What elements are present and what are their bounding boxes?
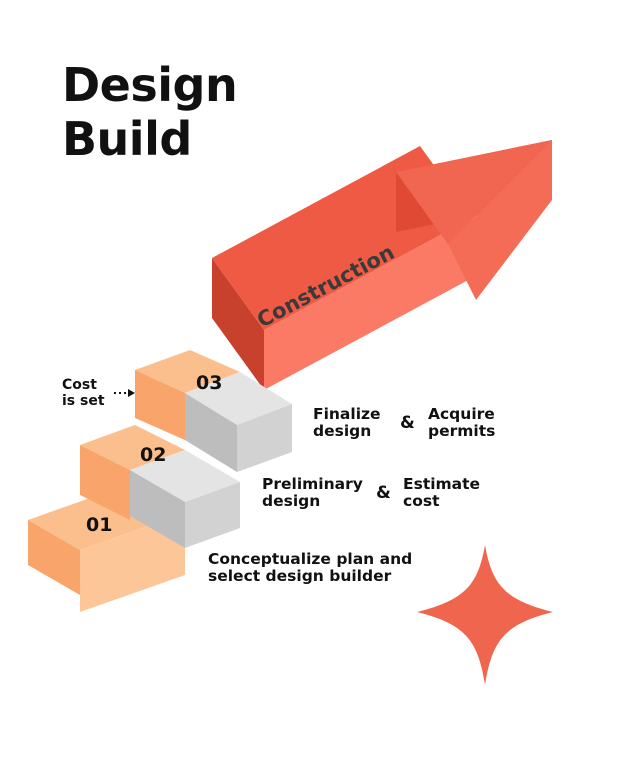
step-2-left-line-1: Preliminary [262,475,363,493]
step-2-right-label: Estimate cost [403,476,480,510]
construction-arrow: Construction [212,140,552,390]
step-3-right-label: Acquire permits [428,406,495,440]
step-3-number: 03 [196,372,223,394]
dotted-arrow-icon [114,389,135,397]
step-3-right-line-1: Acquire [428,405,495,423]
step-3-gray-block [185,372,292,472]
step-2-left-label: Preliminary design [262,476,363,510]
cost-note-line-1: Cost [62,377,97,393]
step-1-label: Conceptualize plan and select design bui… [208,551,412,585]
step-2-right-line-1: Estimate [403,475,481,493]
step-3-left-line-1: Finalize [313,405,381,423]
step-2-block [80,425,185,520]
cost-note: Cost is set [62,377,105,409]
step-1-number: 01 [86,514,113,536]
step-3-left-label: Finalize design [313,406,381,440]
step-1-line-1: Conceptualize plan and [208,550,413,568]
step-3-right-line-2: permits [428,422,496,440]
step-2-left-line-2: design [262,492,321,510]
step-2-gray-block [130,450,240,548]
cost-note-line-2: is set [62,393,105,409]
step-3-connector: & [400,413,415,433]
step-2-connector: & [376,483,391,503]
page-title: Design Build [62,58,238,166]
step-3-block [135,350,240,440]
step-2-right-line-2: cost [403,492,440,510]
step-3-left-line-2: design [313,422,372,440]
four-point-star-icon [417,545,553,685]
step-1-line-2: select design builder [208,567,392,585]
title-line-2: Build [62,112,192,166]
title-line-1: Design [62,58,238,112]
step-2-number: 02 [140,444,167,466]
